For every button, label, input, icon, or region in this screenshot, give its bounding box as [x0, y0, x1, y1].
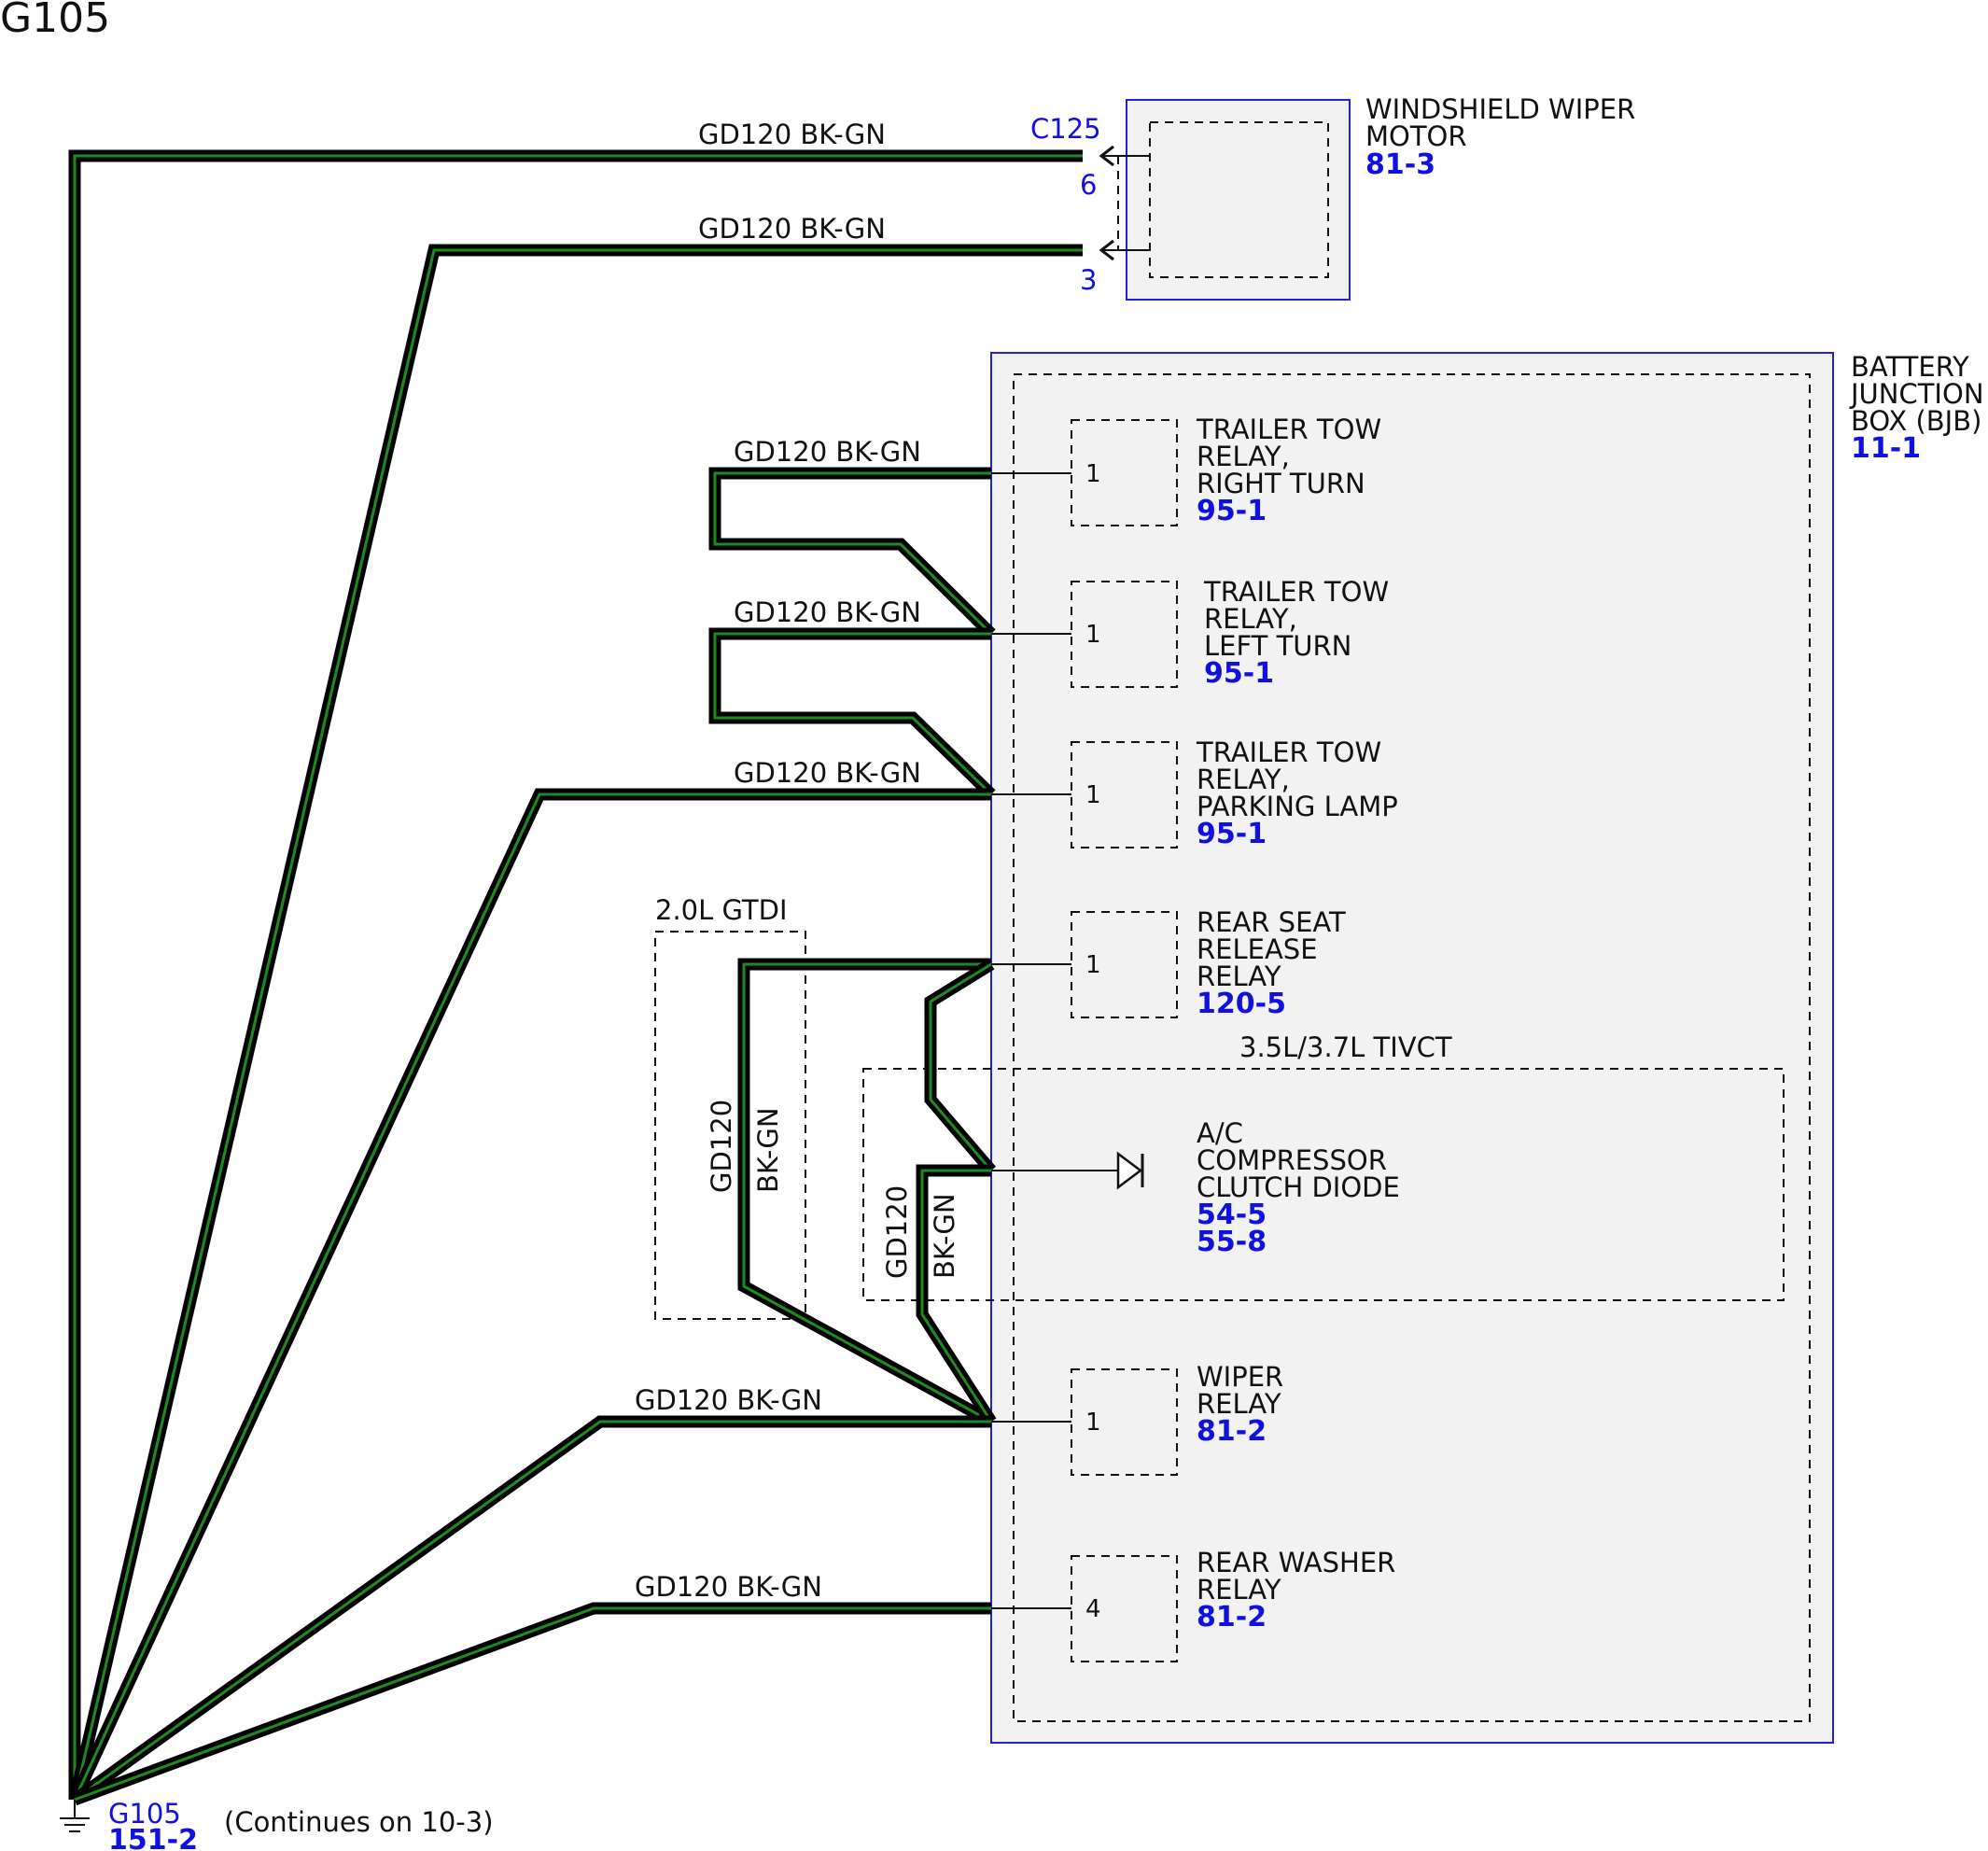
relay-parking-lamp-name-2: RELAY,: [1197, 764, 1290, 795]
wire-jumper-left-parking-tracer: [713, 632, 993, 796]
wire-label-rear-washer: GD120 BK-GN: [635, 1571, 822, 1603]
connector-pin6-label: 6: [1080, 169, 1097, 201]
relay-parking-lamp-ref-link[interactable]: 95-1: [1197, 818, 1267, 850]
bjb-name-1: BATTERY: [1851, 351, 1969, 383]
ground-ref-link[interactable]: 151-2: [108, 1824, 198, 1851]
relay-right-turn-name-1: TRAILER TOW: [1196, 414, 1381, 445]
wire-wiper-relay-tracer: [74, 1420, 991, 1802]
wire-group: [68, 149, 1083, 1806]
wire-jumper-right-left-tracer: [713, 471, 993, 636]
wire-label-tivct-color: BK-GN: [929, 1193, 960, 1279]
diode-ref-link-1[interactable]: 54-5: [1197, 1199, 1267, 1231]
wire-label-wiper-relay: GD120 BK-GN: [635, 1384, 822, 1416]
ground-icon: [60, 1800, 90, 1832]
wire-wiper-motor-pin3-tracer: [73, 248, 1083, 1801]
continues-note: (Continues on 10-3): [224, 1806, 494, 1838]
tivct-option-label: 3.5L/3.7L TIVCT: [1239, 1031, 1452, 1063]
diode-icon: [1116, 1151, 1143, 1190]
relay-wiper-name-2: RELAY: [1197, 1388, 1281, 1420]
wire-label-w1: GD120 BK-GN: [698, 119, 886, 150]
relay-wiper-name-1: WIPER: [1197, 1361, 1283, 1393]
diode-name-1: A/C: [1197, 1117, 1243, 1149]
relay-rear-washer-name-1: REAR WASHER: [1197, 1547, 1395, 1578]
relay-rear-seat-name-2: RELEASE: [1197, 933, 1318, 965]
relay-rear-washer-box[interactable]: [1071, 1555, 1178, 1662]
bjb-name-2: JUNCTION: [1849, 378, 1984, 410]
wire-rear-seat-diode-tracer: [929, 962, 993, 1171]
bjb-inner-box: [1013, 373, 1811, 1722]
wire-label-parking-lamp: GD120 BK-GN: [734, 757, 921, 789]
wire-label-right-turn: GD120 BK-GN: [734, 436, 921, 468]
connector-c125-label: C125: [1030, 113, 1101, 145]
relay-right-turn-ref-link[interactable]: 95-1: [1197, 495, 1267, 527]
diode-name-2: COMPRESSOR: [1197, 1144, 1387, 1176]
connector-pin6-arrow-icon: [1099, 145, 1114, 167]
relay-left-turn-ref-link[interactable]: 95-1: [1204, 657, 1274, 690]
wiper-motor-box[interactable]: [1126, 99, 1351, 301]
gtdi-option-label: 2.0L GTDI: [655, 894, 788, 926]
wire-label-w2: GD120 BK-GN: [698, 213, 886, 245]
relay-right-turn-name-2: RELAY,: [1197, 441, 1290, 472]
relay-rear-seat-pin: 1: [1085, 951, 1101, 979]
relay-rear-seat-box[interactable]: [1071, 911, 1178, 1018]
wire-label-tivct-circuit: GD120: [881, 1185, 913, 1279]
relay-rear-seat-ref-link[interactable]: 120-5: [1197, 988, 1286, 1020]
relay-parking-lamp-box[interactable]: [1071, 741, 1178, 848]
relay-wiper-box[interactable]: [1071, 1368, 1178, 1476]
tivct-option-box: [862, 1068, 1785, 1301]
relay-rear-washer-name-2: RELAY: [1197, 1574, 1281, 1606]
wire-rear-washer-tracer: [74, 1606, 991, 1802]
relay-wiper-ref-link[interactable]: 81-2: [1197, 1415, 1267, 1448]
diode-name-3: CLUTCH DIODE: [1197, 1171, 1400, 1203]
relay-right-turn-name-3: RIGHT TURN: [1197, 468, 1365, 499]
wiper-motor-inner-box: [1149, 121, 1329, 278]
wire-label-gtdi-circuit: GD120: [706, 1100, 737, 1193]
relay-rear-washer-ref-link[interactable]: 81-2: [1197, 1601, 1267, 1634]
relay-left-turn-pin: 1: [1085, 621, 1101, 649]
ground-name: G105: [108, 1798, 181, 1830]
relay-parking-lamp-name-1: TRAILER TOW: [1196, 736, 1381, 768]
relay-left-turn-name-2: RELAY,: [1204, 603, 1297, 635]
diode-ref-link-2[interactable]: 55-8: [1197, 1226, 1267, 1258]
wiper-motor-name-1: WINDSHIELD WIPER: [1365, 93, 1635, 125]
gtdi-option-box: [654, 931, 806, 1320]
wiper-motor-name-2: MOTOR: [1365, 120, 1467, 152]
relay-rear-seat-name-3: RELAY: [1197, 961, 1281, 992]
relay-left-turn-box[interactable]: [1071, 581, 1178, 688]
wire-wiper-motor-pin6[interactable]: [68, 149, 1083, 1800]
relay-parking-lamp-name-3: PARKING LAMP: [1197, 791, 1398, 822]
relay-rear-washer-pin: 4: [1085, 1595, 1101, 1623]
relay-left-turn-name-1: TRAILER TOW: [1203, 576, 1389, 608]
bjb-box[interactable]: [990, 352, 1834, 1744]
wire-label-gtdi-color: BK-GN: [752, 1107, 784, 1193]
relay-right-turn-box[interactable]: [1071, 419, 1178, 526]
wire-parking-lamp-tracer: [73, 792, 991, 1801]
bjb-name-3: BOX (BJB): [1851, 405, 1981, 437]
wire-label-left-turn: GD120 BK-GN: [734, 596, 921, 628]
page-title: G105: [0, 0, 110, 42]
bjb-ref-link[interactable]: 11-1: [1851, 432, 1921, 465]
relay-left-turn-name-3: LEFT TURN: [1204, 630, 1351, 662]
relay-right-turn-pin: 1: [1085, 460, 1101, 488]
wiper-motor-ref-link[interactable]: 81-3: [1365, 148, 1435, 181]
relay-wiper-pin: 1: [1085, 1409, 1101, 1437]
wire-tivct-diode-tracer: [920, 1169, 993, 1423]
wire-parking-lamp[interactable]: [69, 788, 991, 1802]
connector-pin3-arrow-icon: [1099, 239, 1114, 261]
relay-rear-seat-name-1: REAR SEAT: [1197, 906, 1346, 938]
relay-parking-lamp-pin: 1: [1085, 781, 1101, 809]
connector-pin3-label: 3: [1080, 264, 1097, 296]
wire-wiper-motor-pin6-tracer: [73, 154, 1083, 1800]
wire-gtdi-rear-seat-tracer: [742, 962, 992, 1423]
